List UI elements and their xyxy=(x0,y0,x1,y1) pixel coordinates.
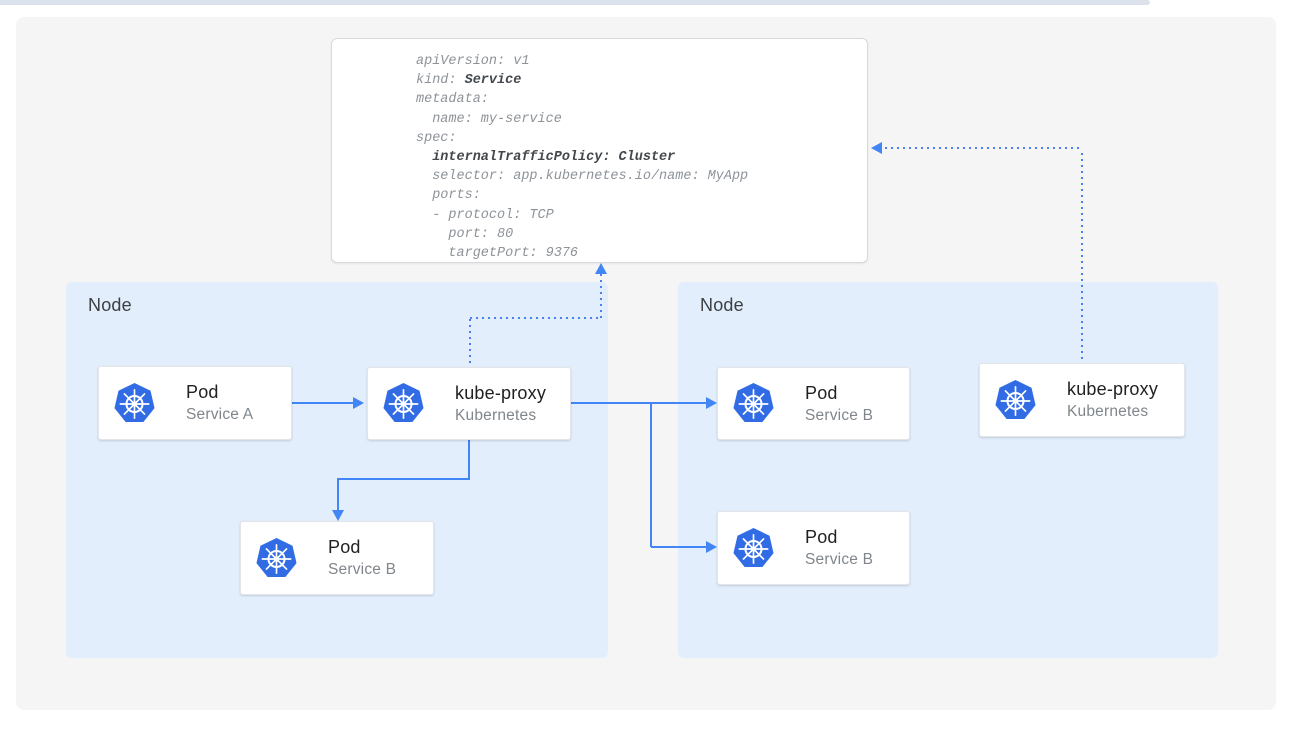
card-subtitle: Service A xyxy=(186,404,253,425)
yaml-code-line: selector: app.kubernetes.io/name: MyApp xyxy=(416,167,867,186)
yaml-code-line: targetPort: 9376 xyxy=(416,244,867,263)
card-subtitle: Service B xyxy=(805,549,873,570)
card-subtitle: Kubernetes xyxy=(1067,401,1158,422)
dotted-line-kube-proxy-left-across xyxy=(470,317,602,319)
card-subtitle: Kubernetes xyxy=(455,405,546,426)
node-label: Node xyxy=(700,295,744,316)
line-branch-down xyxy=(650,403,652,547)
line-branch-to-right-pod-bottom xyxy=(651,546,707,548)
card-title: Pod xyxy=(805,526,873,549)
arrowhead-into-right-pod-bottom xyxy=(706,541,717,553)
kubernetes-icon xyxy=(255,537,298,580)
card-title: Pod xyxy=(328,536,396,559)
yaml-code-line: kind: Service xyxy=(416,71,867,90)
arrowhead-into-left-pod-b xyxy=(332,510,344,521)
card-title: Pod xyxy=(186,381,253,404)
kubernetes-icon xyxy=(113,382,156,425)
yaml-code-line: name: my-service xyxy=(416,110,867,129)
yaml-code-line: spec: xyxy=(416,129,867,148)
arrowhead-into-yaml-right xyxy=(871,142,882,154)
top-accent-bar xyxy=(0,0,1150,5)
card-pod-service-a: Pod Service A xyxy=(98,366,292,440)
kubernetes-icon xyxy=(382,382,425,425)
node-box-right: Node xyxy=(678,282,1218,658)
dotted-line-kube-proxy-right-up xyxy=(1081,153,1083,363)
card-pod-service-b-left: Pod Service B xyxy=(240,521,434,595)
card-title: Pod xyxy=(805,382,873,405)
node-label: Node xyxy=(88,295,132,316)
arrowhead-into-yaml-bottom xyxy=(595,263,607,274)
arrowhead-into-right-pod-top xyxy=(706,397,717,409)
kubernetes-icon xyxy=(732,382,775,425)
line-kube-proxy-down xyxy=(468,440,470,479)
yaml-code-line: apiVersion: v1 xyxy=(416,52,867,71)
line-kube-proxy-to-right-pod-top xyxy=(571,402,707,404)
yaml-code-line: internalTrafficPolicy: Cluster xyxy=(416,148,867,167)
line-down-to-left-pod-b xyxy=(337,479,339,511)
card-pod-service-b-right-top: Pod Service B xyxy=(717,367,910,440)
card-title: kube-proxy xyxy=(455,382,546,405)
card-kube-proxy-right: kube-proxy Kubernetes xyxy=(979,363,1185,437)
yaml-code-block: apiVersion: v1kind: Servicemetadata: nam… xyxy=(416,52,867,263)
arrowhead-into-kube-proxy-left xyxy=(353,397,364,409)
kubernetes-icon xyxy=(732,527,775,570)
line-kube-proxy-left-turn xyxy=(337,478,470,480)
card-kube-proxy-left: kube-proxy Kubernetes xyxy=(367,367,571,440)
yaml-code-line: ports: xyxy=(416,186,867,205)
card-pod-service-b-right-bottom: Pod Service B xyxy=(717,511,910,585)
card-subtitle: Service B xyxy=(805,405,873,426)
card-subtitle: Service B xyxy=(328,559,396,580)
dotted-line-kube-proxy-right-across xyxy=(885,147,1083,149)
line-pod-a-to-kube-proxy xyxy=(292,402,354,404)
dotted-line-kube-proxy-left-up xyxy=(469,319,471,367)
node-box-left: Node xyxy=(66,282,608,658)
card-title: kube-proxy xyxy=(1067,378,1158,401)
yaml-code-line: port: 80 xyxy=(416,225,867,244)
kubernetes-icon xyxy=(994,379,1037,422)
yaml-code-line: metadata: xyxy=(416,90,867,109)
yaml-code-line: - protocol: TCP xyxy=(416,206,867,225)
dotted-line-to-yaml-bottom xyxy=(600,274,602,318)
yaml-manifest-card: apiVersion: v1kind: Servicemetadata: nam… xyxy=(331,38,868,263)
